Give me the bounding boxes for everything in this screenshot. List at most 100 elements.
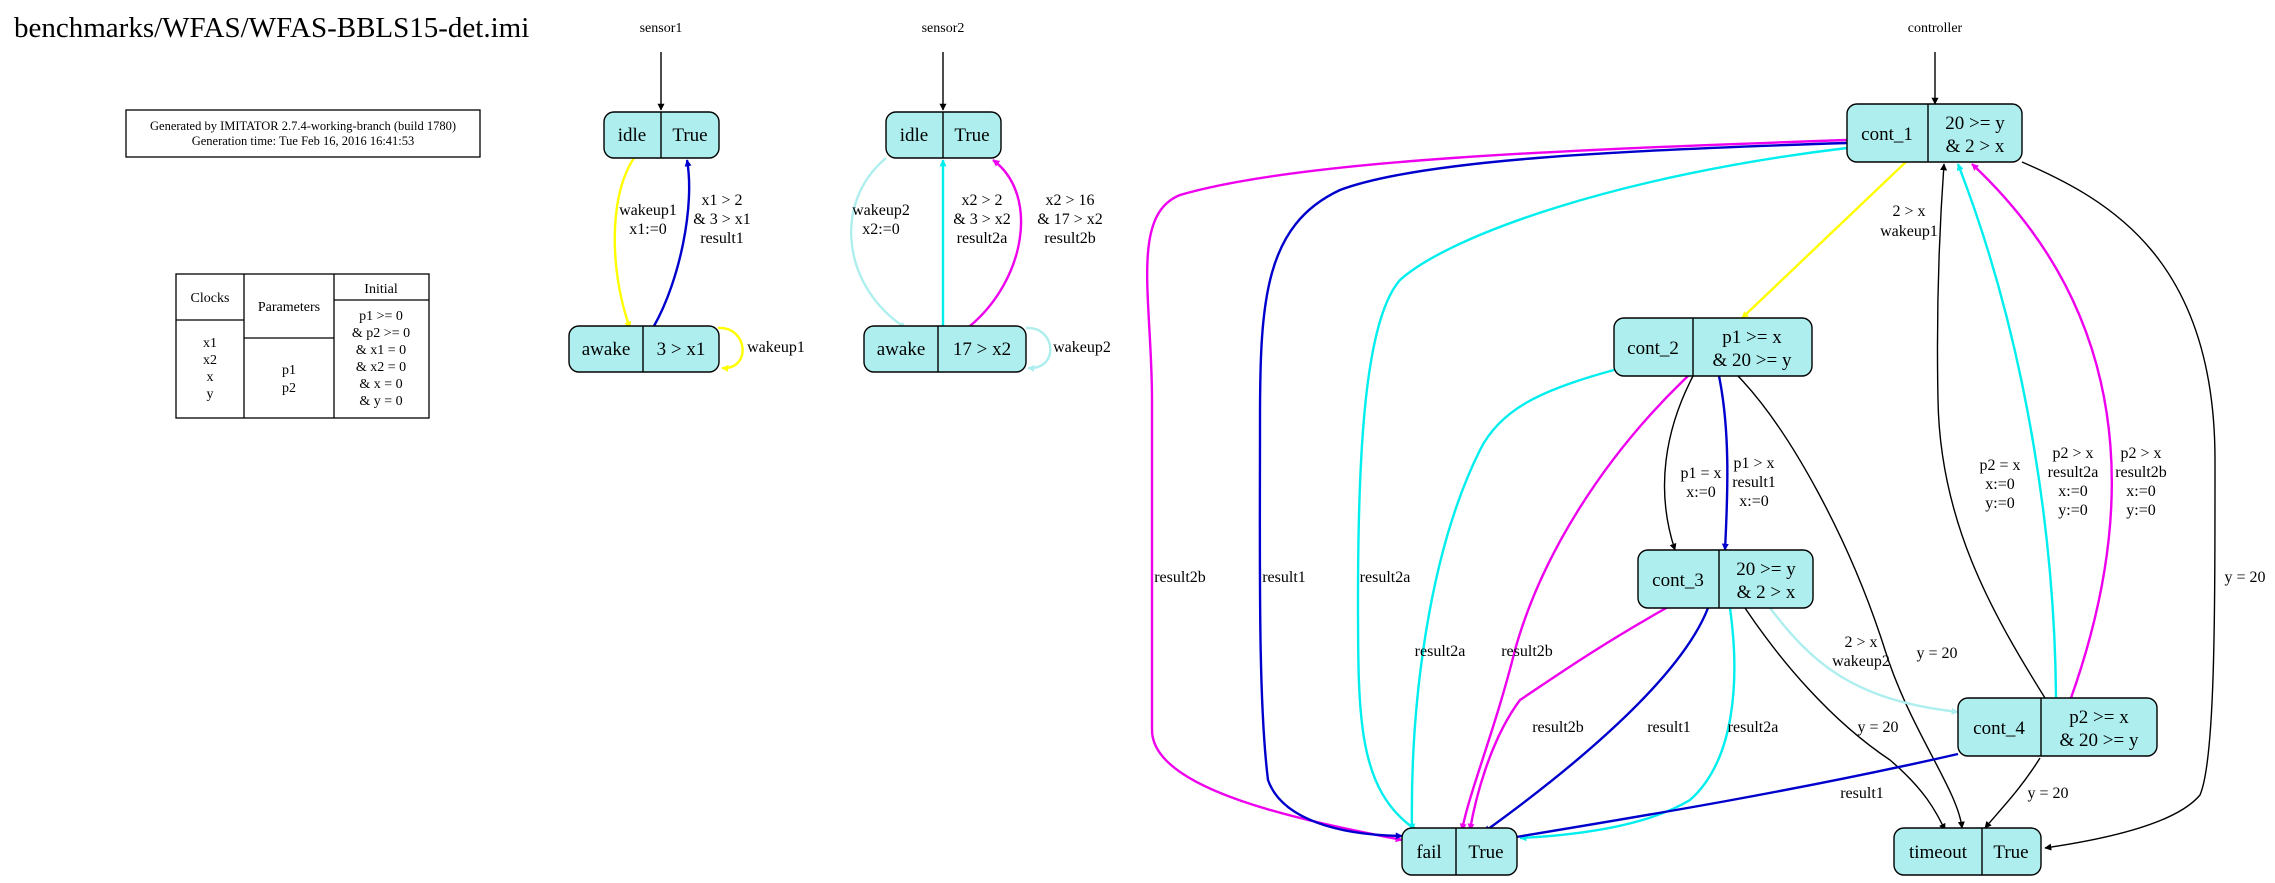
location-name: awake	[877, 339, 926, 360]
edge-label: & 3 > x2	[953, 211, 1010, 228]
edge-label: x1 > 2	[701, 192, 742, 209]
edge-c1-fail-result2b	[1146, 138, 1848, 843]
edge-c4-c1-black	[1936, 163, 2046, 699]
location-invariant: 20 >= y	[1945, 113, 2005, 134]
edge-label: result2b	[1501, 643, 1553, 660]
location-s2-idle: idle True	[885, 111, 1002, 159]
edge-label: 2 > x	[1892, 203, 1925, 220]
edge-label: x2 > 16	[1045, 192, 1094, 209]
edge-c4-c1-magenta	[1971, 163, 2113, 699]
automaton-label-sensor1: sensor1	[640, 21, 683, 36]
edge-label: y = 20	[1916, 645, 1957, 662]
edge-label: x2 > 2	[961, 192, 1002, 209]
parameter-item: p1	[282, 363, 296, 378]
edge-c3-timeout	[1744, 607, 1946, 831]
parameter-item: p2	[282, 381, 296, 396]
edge-label: wakeup2	[1832, 653, 1890, 670]
edge-label: y:=0	[1985, 495, 2014, 512]
location-invariant: 17 > x2	[953, 339, 1011, 360]
location-name: awake	[582, 339, 631, 360]
location-name: cont_4	[1973, 718, 2025, 739]
edge-label: x:=0	[2058, 483, 2087, 500]
generation-info: Generated by IMITATOR 2.7.4-working-bran…	[125, 109, 481, 158]
edge-s2-awake-idle-2b	[969, 159, 1023, 327]
edge-label: x:=0	[1985, 476, 2014, 493]
location-invariant: & 2 > x	[1946, 136, 2005, 157]
location-name: cont_3	[1652, 570, 1704, 591]
edge-label: p2 > x	[2052, 445, 2093, 462]
edge-c3-fail-result2a	[1519, 607, 1736, 842]
edge-label: x:=0	[2126, 483, 2155, 500]
edge-s1-idle-awake	[613, 157, 635, 329]
edge-label: result2a	[1415, 643, 1466, 660]
edge-label: result1	[1732, 474, 1776, 491]
initial-item: & x1 = 0	[356, 343, 406, 358]
edge-label: result1	[1262, 569, 1306, 586]
location-invariant: p2 >= x	[2069, 707, 2129, 728]
location-s1-idle: idle True	[603, 111, 720, 159]
edge-label: result2b	[1154, 569, 1206, 586]
edge-c1-timeout	[2021, 161, 2216, 851]
edge-label: y = 20	[1857, 719, 1898, 736]
edge-label: & 3 > x1	[693, 211, 750, 228]
clock-item: x	[207, 370, 214, 385]
clock-item: y	[207, 387, 214, 402]
location-cont-3: cont_3 20 >= y & 2 > x	[1637, 549, 1814, 609]
initial-item: & x = 0	[359, 377, 402, 392]
clock-item: x1	[203, 336, 217, 351]
edge-s2-idle-awake	[849, 157, 907, 330]
generated-by-text: Generated by IMITATOR 2.7.4-working-bran…	[150, 119, 456, 133]
edge-c1-c2	[1741, 159, 1909, 319]
edge-c2-timeout	[1737, 375, 1965, 829]
automaton-label-controller: controller	[1908, 21, 1963, 36]
edge-c2-fail-result2a	[1408, 368, 1615, 831]
edge-label: y:=0	[2058, 502, 2087, 519]
edge-label: y:=0	[2126, 502, 2155, 519]
edge-c1-fail-result1	[1258, 141, 1848, 840]
location-invariant: True	[672, 125, 707, 146]
initial-item: & y = 0	[359, 394, 402, 409]
edge-s1-awake-idle	[652, 159, 692, 327]
edge-c4-c1-cyan	[1956, 163, 2058, 699]
location-invariant: p1 >= x	[1722, 327, 1782, 348]
location-invariant: & 20 >= y	[1713, 350, 1792, 371]
location-s2-awake: awake 17 > x2	[863, 325, 1027, 373]
edge-c4-timeout	[1984, 757, 2041, 829]
location-cont-2: cont_2 p1 >= x & 20 >= y	[1613, 317, 1813, 377]
location-invariant: True	[1993, 842, 2028, 863]
location-timeout: timeout True	[1893, 827, 2042, 876]
edge-c4-fail-result1	[1497, 752, 1959, 843]
location-name: fail	[1416, 842, 1441, 863]
edge-label: result2a	[957, 230, 1008, 247]
edge-label: wakeup1	[619, 202, 677, 219]
location-invariant: & 20 >= y	[2060, 730, 2139, 751]
location-s1-awake: awake 3 > x1	[568, 325, 720, 373]
edge-label: result1	[1840, 785, 1884, 802]
location-invariant: True	[1468, 842, 1503, 863]
initial-item: p1 >= 0	[359, 309, 403, 324]
edge-label: result2a	[1728, 719, 1779, 736]
edge-c3-c4	[1769, 607, 1959, 715]
edge-label: result2b	[1044, 230, 1096, 247]
edge-label: result1	[1647, 719, 1691, 736]
edge-label: p2 = x	[1979, 457, 2020, 474]
declarations-table: Clocks Parameters Initial x1 x2 x y p1 p…	[175, 273, 430, 419]
edge-label: result2b	[2115, 464, 2167, 481]
edge-s2-awake-self	[1025, 326, 1052, 372]
edge-label: y = 20	[2224, 569, 2265, 586]
edge-label: 2 > x	[1844, 634, 1877, 651]
edge-s1-awake-self	[717, 326, 744, 372]
edge-c3-fail-result1	[1483, 607, 1710, 833]
initial-item: & p2 >= 0	[352, 326, 410, 341]
edge-label: result2b	[1532, 719, 1584, 736]
edge-label: & 17 > x2	[1037, 211, 1102, 228]
location-name: timeout	[1909, 842, 1968, 863]
edge-c2-c3-black	[1663, 375, 1694, 551]
location-name: idle	[900, 125, 929, 146]
edge-label: wakeup1	[747, 339, 805, 356]
edge-label: x2:=0	[862, 221, 899, 238]
initial-header: Initial	[364, 282, 398, 297]
edge-label: p1 = x	[1680, 465, 1721, 482]
location-invariant: True	[954, 125, 989, 146]
